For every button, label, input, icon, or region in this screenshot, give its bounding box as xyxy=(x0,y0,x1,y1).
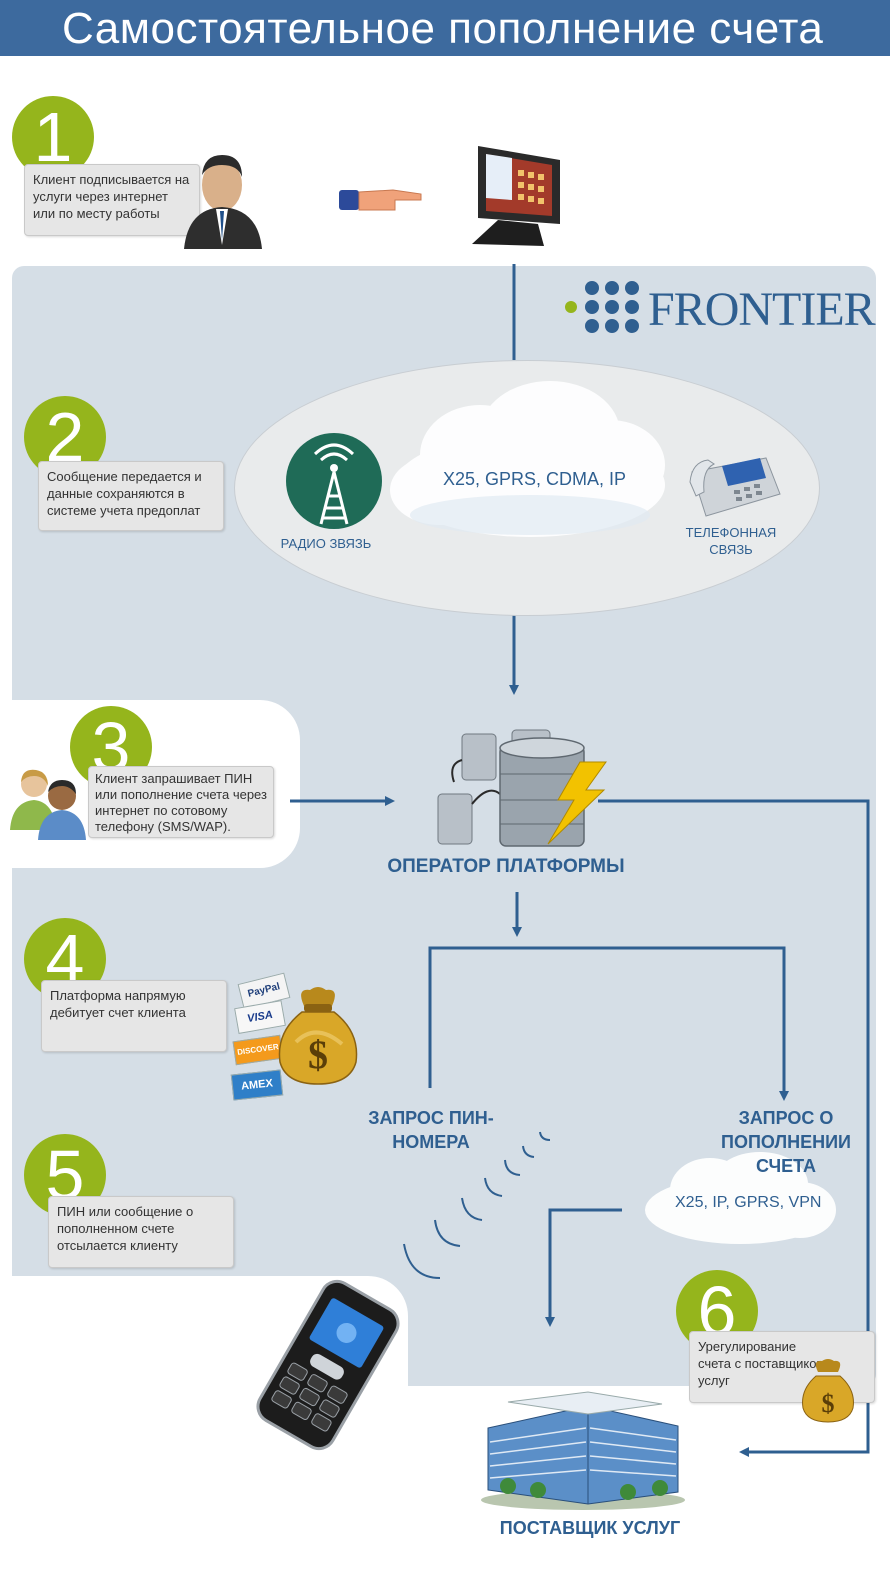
line-topup-to-provider xyxy=(545,1208,622,1327)
step-1-note: Клиент подписывается на услуги через инт… xyxy=(24,164,200,236)
users-icon xyxy=(10,769,86,840)
frontier-logo-text: FRONTIER xyxy=(648,283,876,336)
step-3-note: Клиент запрашивает ПИН или пополнение сч… xyxy=(88,766,274,838)
step-5-note: ПИН или сообщение о пополненном счете от… xyxy=(48,1196,234,1268)
provider-label: ПОСТАВЩИК УСЛУГ xyxy=(499,1518,681,1538)
page-title: Самостоятельное пополнение счета xyxy=(62,4,824,53)
desk-phone-icon xyxy=(689,457,781,517)
phone-label: ТЕЛЕФОННАЯ СВЯЗЬ xyxy=(685,525,777,557)
svg-text:$: $ xyxy=(308,1032,328,1077)
frontier-logo xyxy=(565,281,639,333)
topup-cloud xyxy=(645,1152,836,1244)
network-cloud xyxy=(390,381,665,537)
pos-terminal-icon xyxy=(472,146,560,246)
header-bar xyxy=(0,0,890,56)
signal-waves xyxy=(403,1131,551,1279)
network-cloud-text: X25, GPRS, CDMA, IP xyxy=(443,469,627,489)
mobile-phone-icon xyxy=(256,1279,400,1451)
database-server-icon xyxy=(437,729,607,847)
step-4-note: Платформа напрямую дебитует счет клиента xyxy=(41,980,227,1052)
money-bag-small-icon: $ xyxy=(802,1359,854,1423)
radio-tower-icon xyxy=(286,433,382,529)
topup-request-label: ЗАПРОС О ПОПОЛНЕНИИ СЧЕТА xyxy=(721,1108,851,1176)
businessman-icon xyxy=(184,155,262,249)
money-bag-icon: $ xyxy=(278,987,358,1085)
svg-text:$: $ xyxy=(822,1389,835,1418)
pointing-hand-icon xyxy=(339,189,422,211)
radio-label: РАДИО ЗВЯЗЬ xyxy=(280,536,372,551)
topup-cloud-text: X25, IP, GPRS, VPN xyxy=(675,1194,822,1211)
step-2-note: Сообщение передается и данные сохраняютс… xyxy=(38,461,224,531)
pin-request-label: ЗАПРОС ПИН-НОМЕРА xyxy=(368,1108,494,1152)
line-platform-to-provider xyxy=(598,799,870,1457)
line-branch xyxy=(428,946,789,1101)
office-building-icon xyxy=(481,1391,685,1510)
platform-label: ОПЕРАТОР ПЛАТФОРМЫ xyxy=(387,856,625,877)
